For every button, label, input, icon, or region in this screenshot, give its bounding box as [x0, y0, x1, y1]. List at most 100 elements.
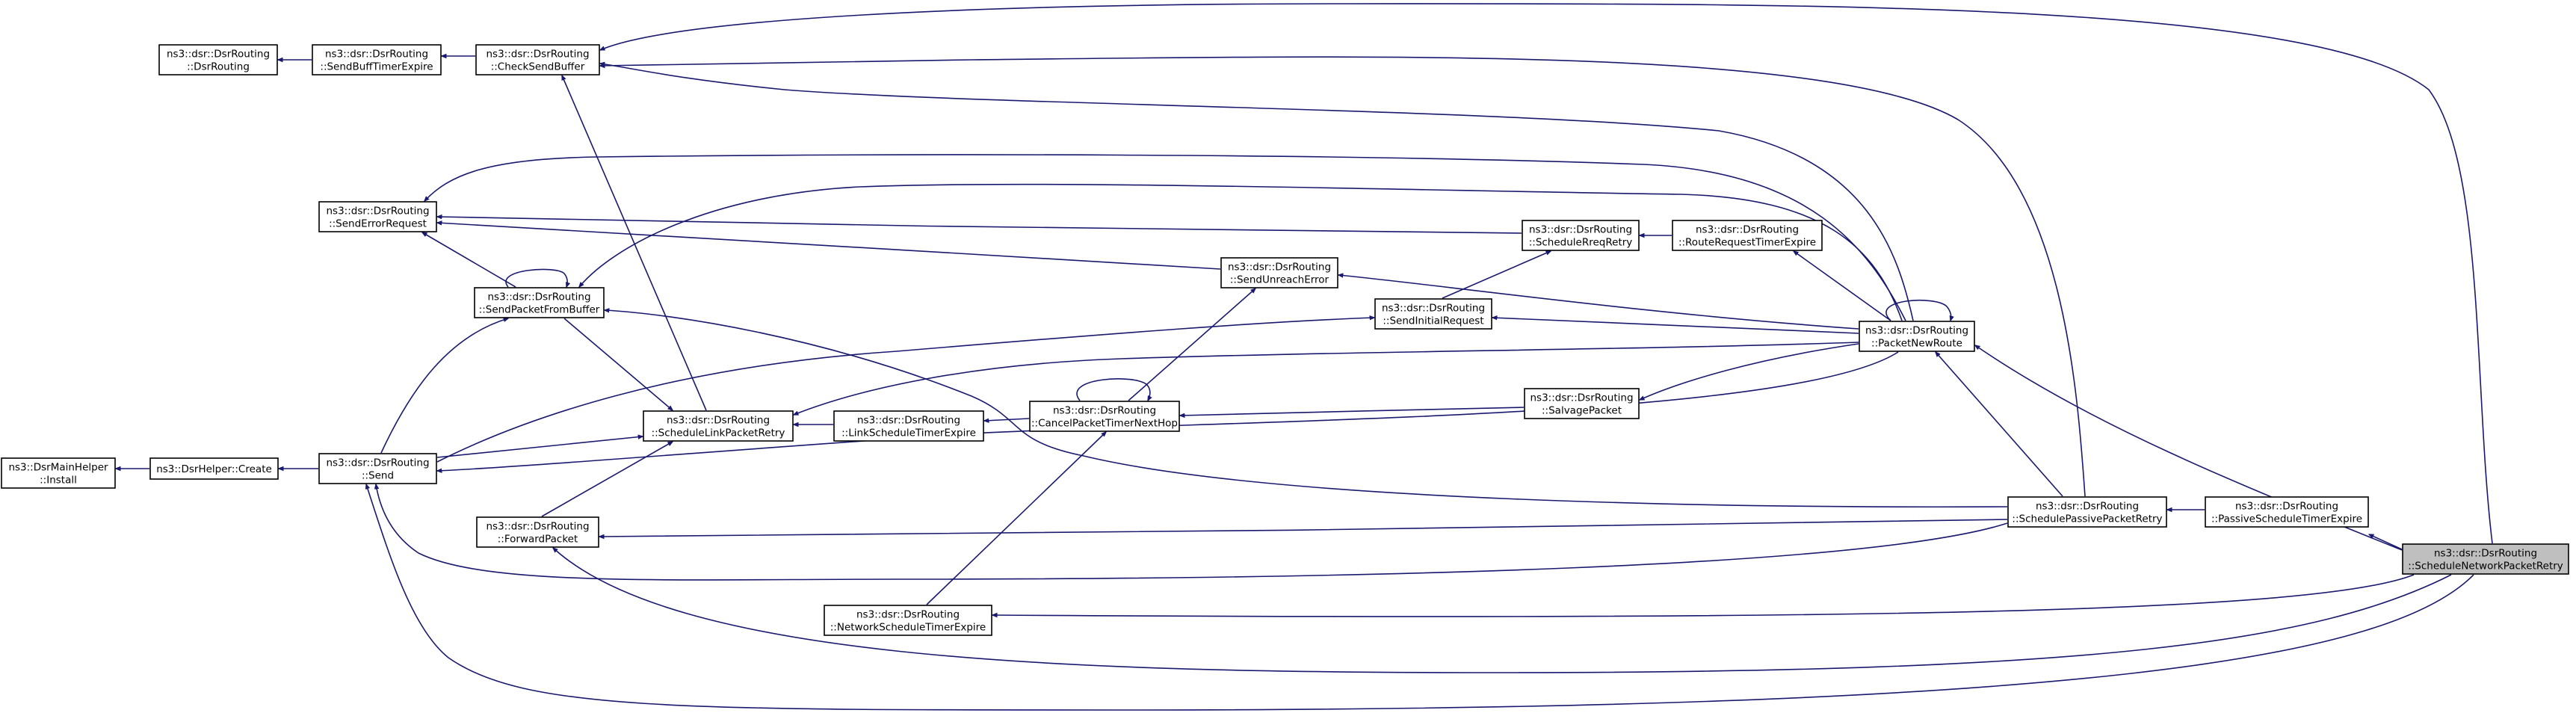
- node-ScheduleRreqRetry[interactable]: ns3::dsr::DsrRouting::ScheduleRreqRetry: [1522, 220, 1640, 251]
- edge-Send-to-SendPacketFromBuffer: [380, 318, 508, 454]
- node-label-line: ns3::dsr::DsrRouting: [1696, 224, 1799, 236]
- edge-CancelPacketTimerNextHop-to-SendUnreachError: [1128, 288, 1255, 401]
- node-Install[interactable]: ns3::DsrMainHelper::Install: [1, 457, 116, 489]
- node-CheckSendBuffer[interactable]: ns3::dsr::DsrRouting::CheckSendBuffer: [475, 44, 600, 75]
- node-ScheduleLinkPacketRetry[interactable]: ns3::dsr::DsrRouting::ScheduleLinkPacket…: [643, 410, 794, 442]
- node-box: [833, 410, 984, 442]
- node-label-line: ns3::dsr::DsrRouting: [487, 291, 590, 303]
- edge-NetworkScheduleTimerExpire-to-CancelPacketTimerNextHop: [926, 432, 1106, 605]
- edge-CancelPacketTimerNextHop-to-CancelPacketTimerNextHop: [1076, 378, 1150, 401]
- node-RouteRequestTimerExpire[interactable]: ns3::dsr::DsrRouting::RouteRequestTimerE…: [1672, 220, 1823, 251]
- edge-ScheduleNetworkPacketRetry-to-ForwardPacket: [553, 548, 2452, 673]
- node-ScheduleNetworkPacketRetry[interactable]: ns3::dsr::DsrRouting::ScheduleNetworkPac…: [2402, 543, 2569, 575]
- node-box: [1220, 257, 1338, 288]
- edge-SalvagePacket-to-CancelPacketTimerNextHop: [1180, 407, 1525, 416]
- node-label-line: ns3::dsr::DsrRouting: [486, 521, 589, 533]
- node-label-line: ns3::dsr::DsrRouting: [1530, 392, 1633, 404]
- edge-SchedulePassivePacketRetry-to-ForwardPacket: [599, 519, 2008, 537]
- node-Send[interactable]: ns3::dsr::DsrRouting::Send: [318, 453, 437, 484]
- edge-SchedulePassivePacketRetry-to-SendPacketFromBuffer: [605, 310, 2008, 508]
- node-SendBuffTimerExpire[interactable]: ns3::dsr::DsrRouting::SendBuffTimerExpir…: [312, 44, 442, 75]
- edge-ForwardPacket-to-ScheduleLinkPacketRetry: [541, 442, 673, 517]
- node-label-line: ns3::dsr::DsrRouting: [1382, 303, 1485, 315]
- node-label-line: ::SendBuffTimerExpire: [320, 61, 433, 73]
- node-box: [2007, 496, 2167, 528]
- node-box: [158, 44, 278, 75]
- node-box: [474, 287, 605, 318]
- node-CancelPacketTimerNextHop[interactable]: ns3::dsr::DsrRouting::CancelPacketTimerN…: [1029, 401, 1180, 432]
- node-PacketNewRoute[interactable]: ns3::dsr::DsrRouting::PacketNewRoute: [1859, 321, 1975, 352]
- node-box: [318, 201, 437, 232]
- node-label-line: ::ForwardPacket: [498, 534, 578, 546]
- node-PassiveScheduleTimerExpire[interactable]: ns3::dsr::DsrRouting::PassiveScheduleTim…: [2205, 496, 2369, 528]
- node-SendErrorRequest[interactable]: ns3::dsr::DsrRouting::SendErrorRequest: [318, 201, 437, 232]
- node-label-line: ::Send: [362, 470, 394, 482]
- edge-PacketNewRoute-to-CheckSendBuffer: [600, 64, 1914, 321]
- node-LinkScheduleTimerExpire[interactable]: ns3::dsr::DsrRouting::LinkScheduleTimerE…: [833, 410, 984, 442]
- node-label-line: ::SendUnreachError: [1230, 274, 1329, 286]
- edge-SendPacketFromBuffer-to-SendErrorRequest: [422, 232, 516, 288]
- nodes-layer: ns3::dsr::DsrRouting::DsrRoutingns3::dsr…: [1, 44, 2569, 636]
- node-label-line: ::SalvagePacket: [1542, 405, 1622, 417]
- edge-ScheduleLinkPacketRetry-to-CheckSendBuffer: [561, 75, 707, 411]
- node-label-line: ns3::dsr::DsrRouting: [167, 49, 270, 61]
- node-label-line: ns3::dsr::DsrRouting: [486, 49, 589, 61]
- node-label-line: ::PacketNewRoute: [1871, 338, 1962, 350]
- node-box: [1374, 298, 1492, 330]
- node-DsrRouting[interactable]: ns3::dsr::DsrRouting::DsrRouting: [158, 44, 278, 75]
- edges-layer: [116, 3, 2493, 711]
- node-ForwardPacket[interactable]: ns3::dsr::DsrRouting::ForwardPacket: [476, 516, 599, 548]
- node-box: [312, 44, 442, 75]
- node-label-line: ns3::dsr::DsrRouting: [857, 415, 960, 427]
- node-label-line: ::SendInitialRequest: [1383, 315, 1483, 327]
- node-label-line: ns3::dsr::DsrRouting: [1053, 405, 1156, 417]
- node-label-line: ::RouteRequestTimerExpire: [1678, 237, 1816, 249]
- node-box: [1, 457, 116, 489]
- node-SendInitialRequest[interactable]: ns3::dsr::DsrRouting::SendInitialRequest: [1374, 298, 1492, 330]
- node-SchedulePassivePacketRetry[interactable]: ns3::dsr::DsrRouting::SchedulePassivePac…: [2007, 496, 2167, 528]
- node-label-line: ns3::dsr::DsrRouting: [1865, 325, 1968, 337]
- node-Create[interactable]: ns3::DsrHelper::Create: [149, 457, 279, 480]
- edge-ScheduleNetworkPacketRetry-to-CheckSendBuffer: [600, 3, 2493, 544]
- node-label-line: ::ScheduleLinkPacketRetry: [652, 428, 785, 439]
- node-label-line: ns3::dsr::DsrRouting: [856, 609, 960, 621]
- node-label-line: ::SchedulePassivePacketRetry: [2012, 513, 2162, 525]
- edge-SendUnreachError-to-SendErrorRequest: [437, 223, 1221, 270]
- node-box: [1522, 220, 1640, 251]
- node-box: [1029, 401, 1180, 432]
- node-label-line: ns3::dsr::DsrRouting: [1529, 224, 1632, 236]
- node-NetworkScheduleTimerExpire[interactable]: ns3::dsr::DsrRouting::NetworkScheduleTim…: [824, 605, 992, 636]
- edge-Send-to-SendInitialRequest: [436, 318, 1374, 463]
- edge-CancelPacketTimerNextHop-to-LinkScheduleTimerExpire: [984, 418, 1030, 421]
- node-label-line: ::SendErrorRequest: [329, 218, 427, 230]
- node-label-line: ::SendPacketFromBuffer: [479, 304, 600, 316]
- node-label-line: ns3::dsr::DsrRouting: [325, 49, 428, 61]
- node-box: [1672, 220, 1823, 251]
- node-box: [149, 457, 279, 480]
- node-box: [318, 453, 437, 484]
- node-box: [1859, 321, 1975, 352]
- node-label-line: ns3::dsr::DsrRouting: [667, 415, 770, 427]
- node-box: [1524, 388, 1640, 419]
- node-label-line: ns3::dsr::DsrRouting: [1228, 262, 1331, 274]
- node-box: [643, 410, 794, 442]
- node-label-line: ::ScheduleRreqRetry: [1529, 237, 1633, 249]
- node-SalvagePacket[interactable]: ns3::dsr::DsrRouting::SalvagePacket: [1524, 388, 1640, 419]
- edge-PacketNewRoute-to-ScheduleLinkPacketRetry: [794, 342, 1859, 416]
- node-box: [475, 44, 600, 75]
- node-label-line: ::DsrRouting: [187, 61, 250, 73]
- edge-SchedulePassivePacketRetry-to-PacketNewRoute: [1936, 352, 2063, 497]
- node-label-line: ns3::dsr::DsrRouting: [326, 457, 429, 469]
- edge-PacketNewRoute-to-SendPacketFromBuffer: [579, 183, 1903, 321]
- edge-SchedulePassivePacketRetry-to-CheckSendBuffer: [600, 56, 2086, 497]
- node-SendUnreachError[interactable]: ns3::dsr::DsrRouting::SendUnreachError: [1220, 257, 1338, 288]
- edge-ScheduleNetworkPacketRetry-to-Send: [366, 484, 2474, 711]
- edge-PacketNewRoute-to-PacketNewRoute: [1885, 299, 1951, 321]
- node-label-line: ::CheckSendBuffer: [491, 61, 585, 73]
- edge-ScheduleNetworkPacketRetry-to-PassiveScheduleTimerExpire: [2369, 534, 2403, 550]
- edge-SendPacketFromBuffer-to-SendPacketFromBuffer: [505, 268, 567, 287]
- node-label-line: ::Install: [40, 475, 77, 487]
- node-SendPacketFromBuffer[interactable]: ns3::dsr::DsrRouting::SendPacketFromBuff…: [474, 287, 605, 318]
- node-label-line: ns3::dsr::DsrRouting: [2434, 548, 2537, 560]
